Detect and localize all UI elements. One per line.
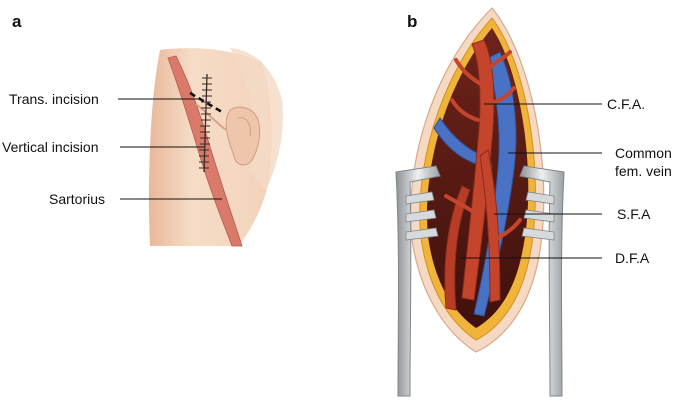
label-vertical-incision: Vertical incision	[2, 139, 99, 155]
panel-a-letter: a	[12, 12, 22, 31]
label-sartorius: Sartorius	[49, 191, 105, 207]
panel-b: b	[396, 8, 672, 396]
label-dfa: D.F.A	[615, 250, 650, 266]
label-common-fem-vein-line1: Common	[615, 145, 672, 161]
panel-b-letter: b	[407, 12, 417, 31]
label-trans-incision: Trans. incision	[9, 91, 99, 107]
label-cfa: C.F.A.	[607, 96, 645, 112]
panel-a: a	[2, 12, 283, 246]
label-sfa: S.F.A	[617, 206, 651, 222]
label-common-fem-vein-line2: fem. vein	[615, 163, 672, 179]
